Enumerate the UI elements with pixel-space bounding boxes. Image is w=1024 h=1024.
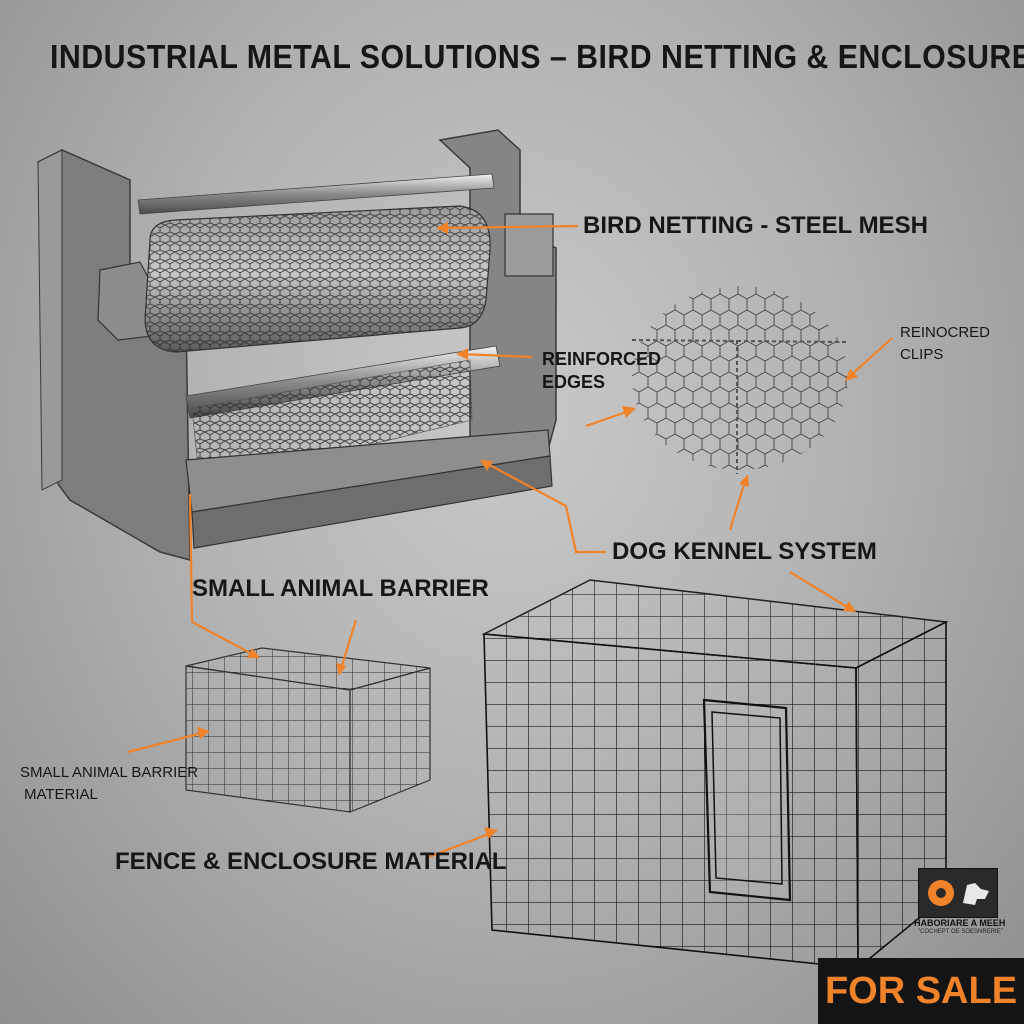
arrow-reinforced-edges <box>456 348 533 360</box>
label-small-animal-barrier: SMALL ANIMAL BARRIER <box>192 575 489 602</box>
company-logo <box>918 868 998 918</box>
label-reinforced-edges-line1: REINFORCED <box>542 349 662 369</box>
label-reinforced-edges: REINFORCED EDGES <box>542 348 661 394</box>
label-small-animal-material: SMALL ANIMAL BARRIER MATERIAL <box>20 762 198 806</box>
logo-subtext: "COCHEPT OE SOESNRERIE" <box>918 929 1003 935</box>
label-clips: REINOCRED CLIPS <box>900 322 990 366</box>
dog-kennel-cage <box>481 579 949 970</box>
label-clips-line2: CLIPS <box>900 346 944 363</box>
mesh-rolling-machine <box>37 129 557 561</box>
logo-text: HABORIARE A MEEH <box>914 918 1006 928</box>
callout-arrows <box>127 222 893 860</box>
label-fence-enclosure: FENCE & ENCLOSURE MATERIAL <box>115 848 507 875</box>
arrow-kennel-1 <box>480 460 606 554</box>
arrow-small-barrier <box>188 493 260 658</box>
for-sale-badge: FOR SALE <box>818 958 1024 1024</box>
label-small-material-line2: MATERIAL <box>24 786 98 803</box>
hex-netting-panel <box>631 286 849 474</box>
arrow-bird-netting <box>436 222 579 234</box>
arrow-small-material <box>127 727 210 754</box>
label-bird-netting: BIRD NETTING - STEEL MESH <box>583 212 928 239</box>
arrow-kennel-3 <box>789 571 856 612</box>
page-title: INDUSTRIAL METAL SOLUTIONS – BIRD NETTIN… <box>50 38 1024 75</box>
small-animal-barrier-box <box>185 647 431 813</box>
label-clips-line1: REINOCRED <box>900 324 991 341</box>
arrow-kennel-2 <box>728 474 749 531</box>
label-dog-kennel: DOG KENNEL SYSTEM <box>612 538 877 565</box>
arrow-reinforced-edges-2 <box>585 406 636 428</box>
arrow-clips <box>845 337 893 381</box>
arrow-fence <box>425 827 498 860</box>
label-small-material-line1: SMALL ANIMAL BARRIER <box>20 764 199 781</box>
label-reinforced-edges-line2: EDGES <box>542 372 606 392</box>
gear-dog-icon <box>928 880 989 906</box>
arrow-small-barrier-2 <box>336 619 358 676</box>
